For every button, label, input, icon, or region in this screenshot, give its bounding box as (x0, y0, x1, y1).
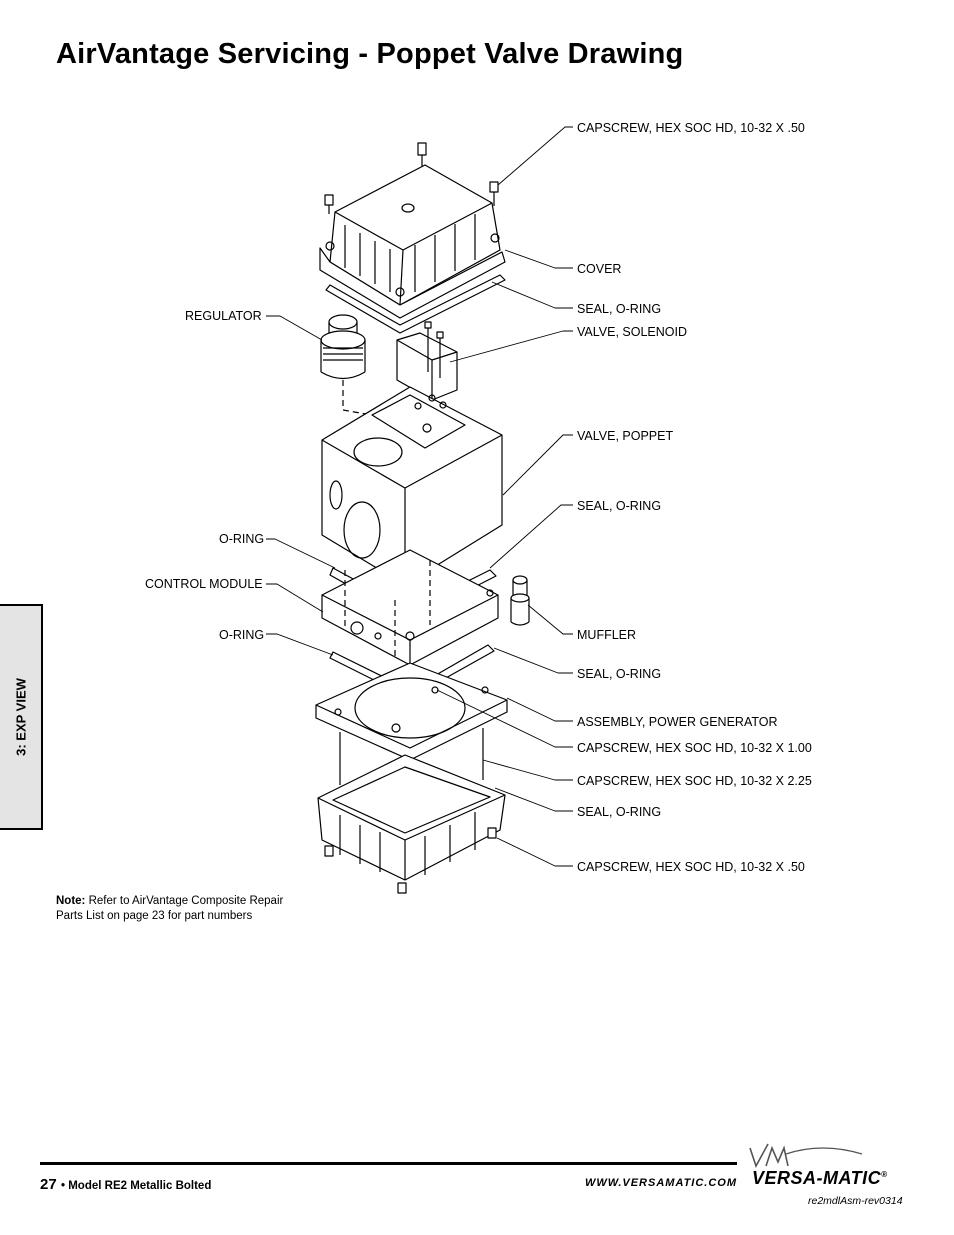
section-tab: 3: EXP VIEW (0, 604, 43, 830)
poppet-valve-part (321, 386, 503, 586)
website-link[interactable]: WWW.VERSAMATIC.COM (585, 1177, 738, 1189)
callout-capscrew-100: CAPSCREW, HEX SOC HD, 10-32 X 1.00 (577, 741, 812, 755)
cover-seal-part (325, 274, 506, 334)
callout-control-seal: SEAL, O-RING (577, 667, 662, 681)
model-name: • Model RE2 Metallic Bolted (61, 1180, 212, 1192)
solenoid-valve-part (396, 321, 458, 401)
power-generator-part (315, 662, 508, 820)
callout-lower-seal: SEAL, O-RING (577, 805, 662, 819)
note-line-1: Refer to AirVantage Composite Repair (88, 895, 284, 907)
page-title: AirVantage Servicing - Poppet Valve Draw… (56, 38, 684, 70)
callout-capscrew-225: CAPSCREW, HEX SOC HD, 10-32 X 2.25 (577, 774, 812, 788)
note-block: Note: Refer to AirVantage Composite Repa… (56, 894, 283, 924)
callout-poppet-seal: SEAL, O-RING (577, 499, 662, 513)
control-module-part (321, 549, 499, 666)
cover-part (319, 164, 506, 319)
lower-housing-part (317, 754, 506, 894)
callout-power-generator: ASSEMBLY, POWER GENERATOR (577, 715, 778, 729)
page-number: 27 (40, 1176, 57, 1193)
note-line-2: Parts List on page 23 for part numbers (56, 910, 253, 922)
leader-lines (266, 126, 573, 867)
versa-matic-logo-mark (749, 1143, 863, 1168)
callout-o-ring-lower: O-RING (219, 628, 265, 642)
callout-regulator: REGULATOR (185, 309, 262, 323)
muffler-part (510, 575, 530, 626)
callout-cover: COVER (577, 262, 622, 276)
brand-text: VERSA-MATIC (752, 1168, 882, 1188)
callout-muffler: MUFFLER (577, 628, 637, 642)
callout-bottom-capscrew: CAPSCREW, HEX SOC HD, 10-32 X .50 (577, 860, 805, 874)
callout-cover-seal: SEAL, O-RING (577, 302, 662, 316)
note-prefix: Note: (56, 895, 86, 907)
regulator-part (320, 314, 401, 421)
callout-poppet-valve: VALVE, POPPET (577, 429, 674, 443)
top-capscrews (324, 142, 499, 214)
footer-rule (40, 1162, 737, 1165)
callout-o-ring-upper: O-RING (219, 532, 265, 546)
registered-mark: ® (881, 1170, 888, 1179)
callout-top-capscrew: CAPSCREW, HEX SOC HD, 10-32 X .50 (577, 121, 805, 135)
revision-code: re2mdlAsm-rev0314 (808, 1195, 903, 1207)
callout-control-module: CONTROL MODULE (145, 577, 263, 591)
callout-solenoid-valve: VALVE, SOLENOID (577, 325, 687, 339)
brand-name: VERSA-MATIC® (752, 1168, 888, 1189)
